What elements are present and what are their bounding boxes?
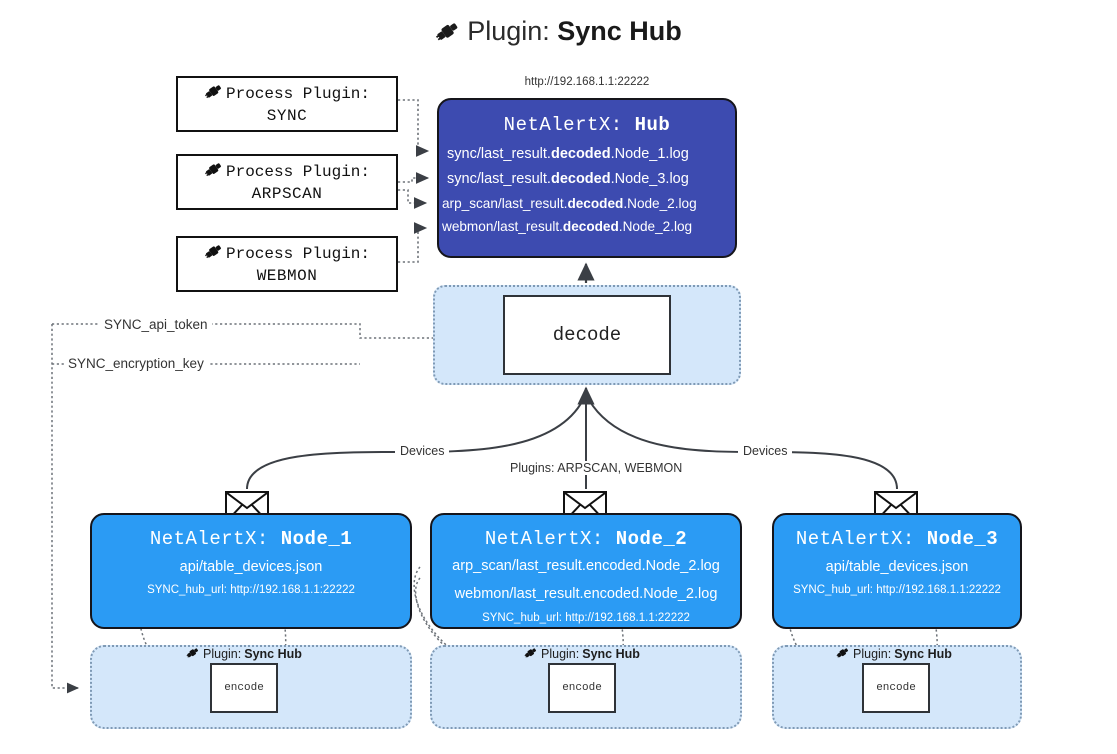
plug-icon — [204, 82, 224, 106]
plug-icon — [836, 646, 850, 662]
encode-label-prefix: Plugin: — [203, 647, 242, 661]
node-title-prefix: NetAlertX: — [149, 528, 269, 550]
sync-api-token-label: SYNC_api_token — [100, 317, 212, 332]
node-title-name: Node_1 — [280, 528, 353, 550]
node-title-name: Node_2 — [615, 528, 688, 550]
node-hub-url-value: http://192.168.1.1:22222 — [230, 584, 355, 596]
hub-log-mid: decoded — [562, 219, 619, 235]
page-title-name: Sync Hub — [557, 16, 682, 46]
hub-log-pre: arp_scan/last_result. — [442, 195, 568, 211]
process-plugin-label: Process Plugin: — [225, 163, 371, 181]
encode-plugin-label-2: Plugin: Sync Hub — [524, 646, 640, 662]
node-hub-url-value: http://192.168.1.1:22222 — [876, 584, 1001, 596]
hub-url-label: http://192.168.1.1:22222 — [524, 76, 650, 88]
encode-label-name: Sync Hub — [244, 647, 302, 661]
sync-encryption-key-label: SYNC_encryption_key — [64, 356, 208, 371]
hub-log-mid: decoded — [550, 170, 611, 187]
node-1[interactable]: NetAlertX: Node_1 api/table_devices.json… — [90, 513, 412, 629]
hub-log-post: .Node_2.log — [618, 219, 693, 235]
page-title: Plugin: Sync Hub — [0, 16, 1117, 50]
hub-log-row: sync/last_result.decoded.Node_3.log — [439, 167, 735, 192]
hub-title: NetAlertX: Hub — [439, 114, 735, 136]
node-hub-url-label: SYNC_hub_url: — [482, 612, 562, 625]
node-3[interactable]: NetAlertX: Node_3 api/table_devices.json… — [772, 513, 1022, 629]
edge-label-plugins: Plugins: ARPSCAN, WEBMON — [505, 461, 688, 475]
process-plugin-name: SYNC — [266, 107, 308, 125]
hub-log-mid: decoded — [567, 195, 624, 211]
process-plugin-label: Process Plugin: — [225, 245, 371, 263]
hub-title-prefix: NetAlertX: — [503, 114, 623, 136]
plug-icon — [186, 646, 200, 662]
node-line: api/table_devices.json — [825, 559, 969, 575]
encode-group-3 — [772, 645, 1022, 729]
plug-icon — [204, 242, 224, 266]
hub-log-post: .Node_1.log — [610, 146, 689, 162]
node-title: NetAlertX: Node_3 — [774, 528, 1020, 550]
hub-title-name: Hub — [634, 114, 671, 136]
encode-label-prefix: Plugin: — [541, 647, 580, 661]
encode-box-2[interactable]: encode — [548, 663, 616, 713]
hub-node[interactable]: NetAlertX: Hub sync/last_result.decoded.… — [437, 98, 737, 258]
node-title-name: Node_3 — [926, 528, 999, 550]
node-title-prefix: NetAlertX: — [484, 528, 604, 550]
decode-box[interactable]: decode — [503, 295, 671, 375]
node-title: NetAlertX: Node_2 — [432, 528, 740, 550]
hub-log-pre: webmon/last_result. — [442, 219, 563, 235]
node-hub-url: SYNC_hub_url: http://192.168.1.1:22222 — [92, 584, 410, 596]
process-plugin-name: ARPSCAN — [251, 185, 323, 203]
encode-box-1[interactable]: encode — [210, 663, 278, 713]
node-hub-url: SYNC_hub_url: http://192.168.1.1:22222 — [774, 584, 1020, 596]
plug-icon — [204, 160, 224, 184]
hub-log-row: sync/last_result.decoded.Node_1.log — [439, 142, 735, 167]
node-line: arp_scan/last_result.encoded.Node_2.log — [452, 558, 720, 574]
encode-label-name: Sync Hub — [894, 647, 952, 661]
hub-log-pre: sync/last_result. — [447, 146, 551, 162]
node-hub-url-label: SYNC_hub_url: — [147, 584, 227, 596]
hub-log-post: .Node_3.log — [610, 170, 689, 187]
process-plugin-box-webmon[interactable]: Process Plugin: WEBMON — [176, 236, 398, 292]
hub-log-post: .Node_2.log — [623, 195, 697, 211]
page-title-prefix: Plugin: — [467, 16, 550, 46]
plug-icon — [435, 19, 461, 50]
hub-log-row: arp_scan/last_result.decoded.Node_2.log — [439, 192, 735, 215]
edge-label-devices-left: Devices — [395, 444, 450, 458]
node-line: webmon/last_result.encoded.Node_2.log — [454, 586, 718, 603]
process-plugin-label: Process Plugin: — [225, 85, 371, 103]
hub-log-row: webmon/last_result.decoded.Node_2.log — [439, 215, 735, 238]
encode-label-name: Sync Hub — [582, 647, 640, 661]
node-hub-url-value: http://192.168.1.1:22222 — [565, 612, 690, 625]
node-2[interactable]: NetAlertX: Node_2 arp_scan/last_result.e… — [430, 513, 742, 629]
node-title: NetAlertX: Node_1 — [92, 528, 410, 550]
edge-label-devices-right: Devices — [738, 444, 793, 458]
plug-icon — [524, 646, 538, 662]
process-plugin-name: WEBMON — [256, 267, 318, 285]
node-hub-url-label: SYNC_hub_url: — [793, 584, 873, 596]
process-plugin-box-sync[interactable]: Process Plugin: SYNC — [176, 76, 398, 132]
process-plugin-box-arpscan[interactable]: Process Plugin: ARPSCAN — [176, 154, 398, 210]
node-line: api/table_devices.json — [179, 559, 323, 575]
hub-log-mid: decoded — [550, 146, 611, 162]
node-hub-url: SYNC_hub_url: http://192.168.1.1:22222 — [432, 612, 740, 624]
hub-log-pre: sync/last_result. — [447, 170, 551, 187]
encode-box-3[interactable]: encode — [862, 663, 930, 713]
encode-plugin-label-3: Plugin: Sync Hub — [836, 646, 952, 662]
encode-plugin-label-1: Plugin: Sync Hub — [186, 646, 302, 662]
node-title-prefix: NetAlertX: — [795, 528, 915, 550]
encode-label-prefix: Plugin: — [853, 647, 892, 661]
